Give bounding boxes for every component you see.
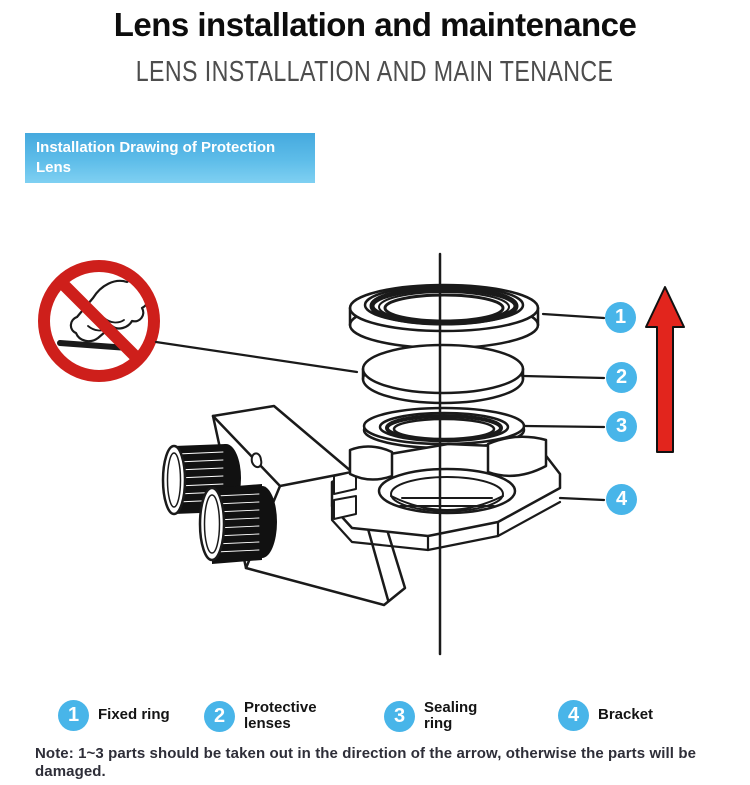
callout-badge-4: 4 [606, 484, 637, 515]
callout-badge-1: 1 [605, 302, 636, 333]
legend-label: Bracket [598, 706, 654, 724]
legend-badge-3: 3 [384, 700, 415, 732]
knob-icon [198, 484, 277, 564]
legend-badge-1: 1 [58, 700, 89, 731]
legend-item-bracket: 4 Bracket [558, 700, 653, 731]
sealing-ring-drawing [362, 406, 526, 450]
fixed-ring-drawing [348, 283, 540, 350]
note-text: Note: 1~3 parts should be taken out in t… [35, 745, 697, 780]
callout-badge-3: 3 [606, 411, 637, 442]
callout-leader-lines [522, 312, 606, 502]
page-subtitle-wrap: LENS INSTALLATION AND MAIN TENANCE [0, 56, 750, 89]
up-arrow-icon [645, 286, 685, 453]
lens-exploded-diagram [38, 252, 685, 656]
no-touch-leader-line [154, 340, 359, 374]
legend-label: Protective lenses [244, 699, 317, 733]
legend-label: Fixed ring [98, 706, 170, 724]
callout-badge-2: 2 [606, 362, 637, 393]
bracket-drawing [161, 404, 562, 607]
no-touch-icon [38, 260, 160, 382]
legend-badge-4: 4 [558, 700, 589, 731]
page-subtitle: LENS INSTALLATION AND MAIN TENANCE [136, 56, 614, 88]
section-tag: Installation Drawing of Protection Lens [25, 133, 315, 183]
legend-item-fixed-ring: 1 Fixed ring [58, 700, 170, 731]
legend-item-sealing-ring: 3 Sealing ring [384, 699, 482, 733]
protective-lens-drawing [361, 343, 525, 405]
legend-badge-2: 2 [204, 700, 235, 732]
legend-item-protective-lenses: 2 Protective lenses [204, 699, 328, 733]
legend-label: Sealing ring [424, 699, 478, 733]
page-title: Lens installation and maintenance [113, 6, 637, 43]
